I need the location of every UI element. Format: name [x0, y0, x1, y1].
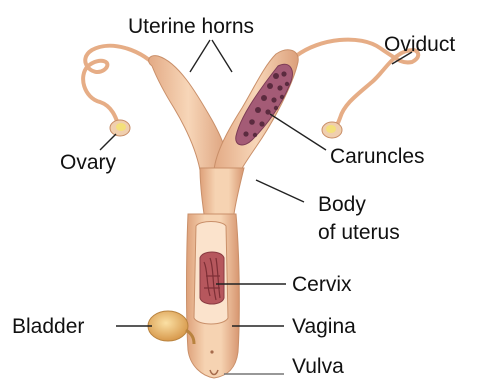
leader-uterine-horns-left: [190, 40, 210, 72]
label-caruncles: Caruncles: [330, 146, 425, 167]
label-vagina: Vagina: [292, 316, 356, 337]
label-uterine-horns: Uterine horns: [128, 16, 254, 37]
left-oviduct: [83, 46, 160, 124]
cervix-tissue: [200, 252, 224, 304]
label-body-of-uterus-line2: of uterus: [318, 222, 400, 243]
label-vulva: Vulva: [292, 356, 344, 377]
label-cervix: Cervix: [292, 274, 352, 295]
body-of-uterus: [200, 168, 244, 214]
leader-caruncles: [270, 114, 326, 150]
left-uterine-horn: [149, 56, 228, 170]
right-ovary: [322, 122, 342, 138]
leader-body-of-uterus: [256, 180, 304, 202]
leader-ovary: [100, 134, 116, 150]
label-bladder: Bladder: [12, 316, 84, 337]
label-ovary: Ovary: [60, 152, 116, 173]
leader-uterine-horns-right: [212, 40, 232, 72]
left-ovary: [110, 120, 130, 136]
label-body-of-uterus-line1: Body: [318, 194, 366, 215]
label-oviduct: Oviduct: [384, 34, 455, 55]
